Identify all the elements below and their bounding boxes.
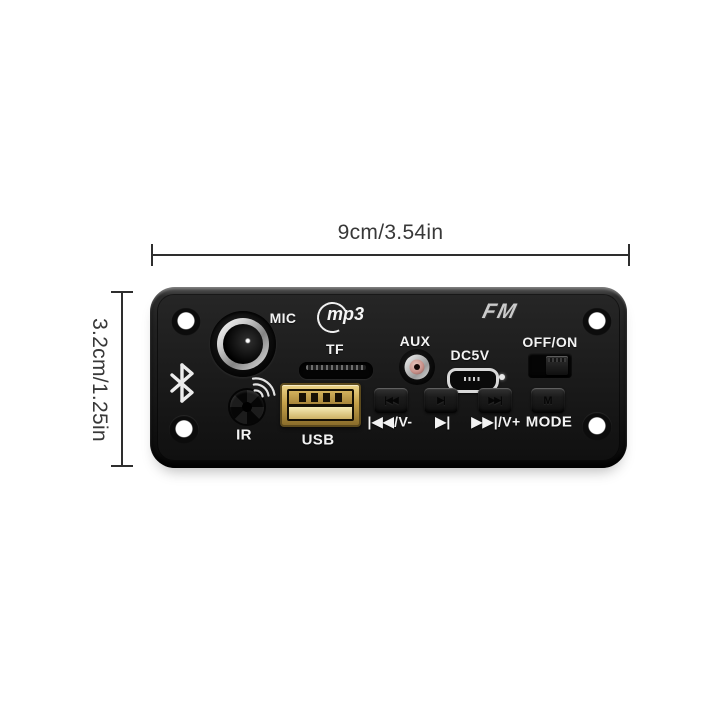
key-mode: M: [531, 388, 565, 413]
micro-usb-pins: [464, 377, 482, 381]
bluetooth-icon: [170, 363, 194, 403]
mode-key-label: MODE: [525, 413, 573, 431]
width-dimension: 9cm/3.54in: [151, 221, 630, 266]
mounting-hole-top-left: [171, 307, 201, 337]
key-play-pause: ▶|: [424, 388, 458, 413]
key-play-pause-glyph: ▶|: [437, 395, 446, 405]
tf-card-slot: [299, 362, 373, 379]
key-next: ▶▶|: [478, 388, 512, 413]
height-dimension-tick-bottom: [111, 465, 133, 467]
usb-port-opening: [287, 389, 354, 421]
usb-label: USB: [301, 431, 335, 449]
play-pause-key-label: ▶|: [435, 413, 451, 430]
mic-jack-hole: [223, 324, 263, 364]
fm-logo: FM: [480, 300, 521, 323]
aux-label: AUX: [399, 333, 431, 349]
width-dimension-tick-right: [628, 244, 630, 266]
width-dimension-line: [151, 244, 630, 266]
ir-label: IR: [236, 426, 252, 444]
ir-receiver: [230, 390, 264, 424]
width-dimension-tick-left: [151, 244, 153, 266]
mic-label: MIC: [269, 310, 297, 326]
height-dimension-label: 3.2cm/1.25in: [88, 318, 111, 442]
power-switch-ribs: [548, 358, 566, 362]
usb-port-tongue: [289, 391, 352, 404]
mp3-logo-text: mp3: [327, 304, 365, 324]
power-label: OFF/ON: [522, 334, 578, 350]
key-next-glyph: ▶▶|: [488, 395, 502, 405]
mounting-hole-top-right: [582, 307, 612, 337]
mic-jack: [210, 311, 276, 377]
usb-port: [280, 383, 361, 427]
mounting-hole-bottom-left: [169, 415, 199, 445]
aux-jack: [399, 349, 435, 385]
height-dimension-line: [111, 291, 133, 467]
key-previous: |◀◀: [374, 388, 408, 413]
ir-signal-icon: [251, 377, 276, 398]
mounting-hole-bottom-right: [582, 412, 612, 442]
width-dimension-label: 9cm/3.54in: [337, 221, 444, 244]
next-key-label: ▶▶|/V+: [471, 413, 521, 430]
usb-port-pins: [298, 393, 343, 402]
mp3-logo: mp3: [312, 297, 371, 338]
tf-card-edge: [306, 365, 366, 370]
decoder-board: MIC mp3 FM TF AUX DC5V OFF/ON IR: [150, 287, 627, 468]
power-switch-knob: [546, 356, 568, 375]
height-dimension-tick-top: [111, 291, 133, 293]
previous-key-label: |◀◀/V-: [367, 413, 413, 430]
aux-jack-hole: [414, 364, 420, 370]
usb-port-cavity: [289, 407, 352, 419]
tf-label: TF: [326, 341, 344, 357]
power-switch: [528, 353, 572, 378]
key-previous-glyph: |◀◀: [384, 395, 398, 405]
power-led: [499, 374, 505, 380]
key-mode-glyph: M: [543, 394, 553, 407]
dc5v-label: DC5V: [450, 347, 490, 363]
